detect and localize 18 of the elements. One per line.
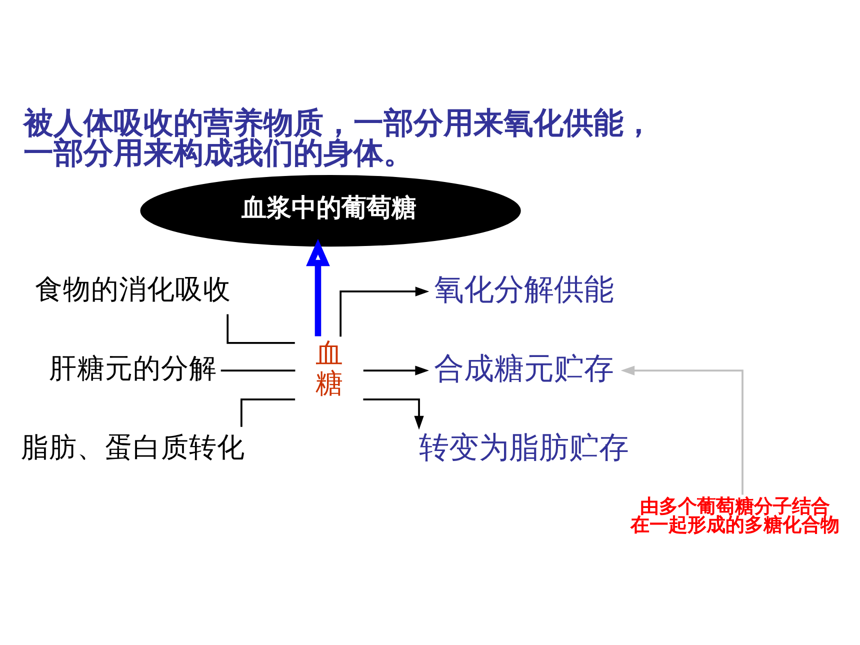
connector [226,314,295,344]
arrow [340,286,430,337]
node-text: 血糖 [315,336,344,400]
connector [220,370,296,372]
node-text: 食物的消化吸收 [34,272,231,306]
arrow [363,366,430,376]
diagram-title: 被人体吸收的营养物质，一部分用来氧化供能，一部分用来构成我们的身体。 [24,106,654,172]
node-text: 转变为脂肪贮存 [419,430,630,466]
node-text: 氧化分解供能 [434,272,614,308]
arrow [363,398,424,430]
arrow [620,366,744,495]
node-text: 由多个葡萄糖分子结合在一起形成的多糖化合物 [630,496,840,536]
node-text: 合成糖元贮存 [434,351,614,386]
node-text: 脂肪、蛋白质转化 [21,430,246,464]
connector [240,398,296,427]
node-ellipse: 血浆中的葡萄糖 [140,174,521,247]
node-text: 肝糖元的分解 [48,352,217,385]
arrow [306,238,330,336]
